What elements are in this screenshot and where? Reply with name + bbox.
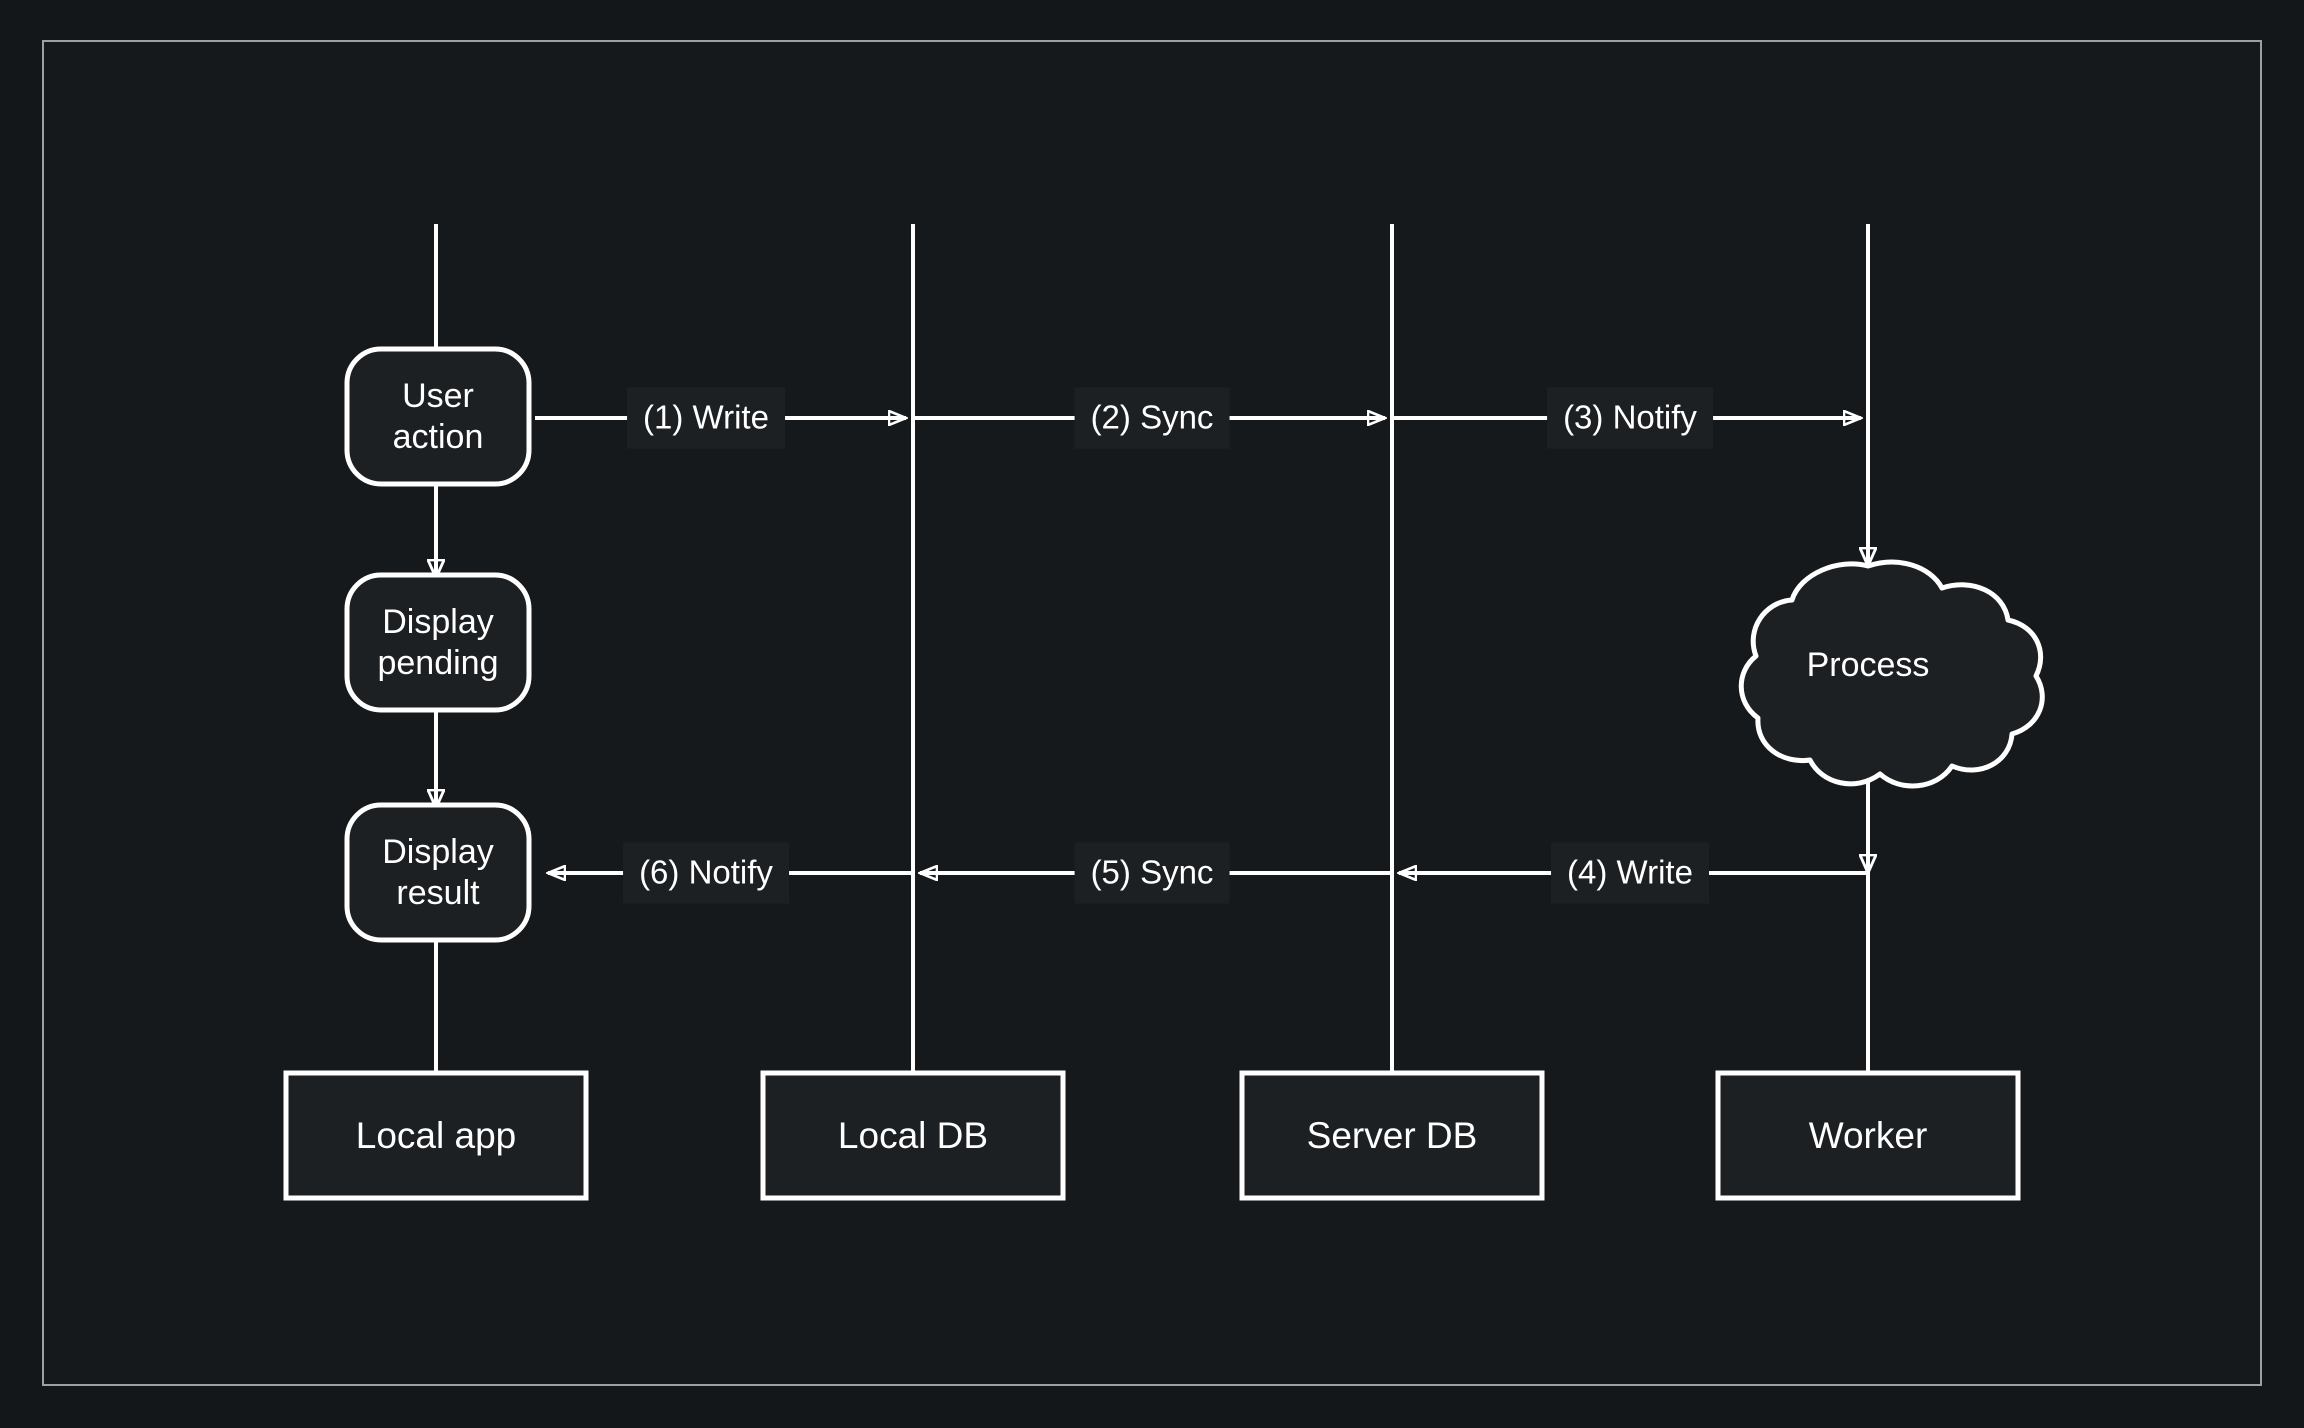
participant-box-local-db <box>760 1070 1066 1201</box>
node-user-action <box>344 346 532 487</box>
participant-boxes <box>283 1070 2021 1201</box>
message-label-1: (1) Write <box>627 387 785 449</box>
message-label-2: (2) Sync <box>1074 387 1230 449</box>
activity-nodes <box>344 346 532 943</box>
message-label-6: (6) Notify <box>623 842 789 904</box>
message-label-5: (5) Sync <box>1074 842 1230 904</box>
message-label-3: (3) Notify <box>1547 387 1713 449</box>
participant-box-server-db <box>1239 1070 1545 1201</box>
message-label-4: (4) Write <box>1551 842 1709 904</box>
lifelines <box>434 224 1870 1075</box>
node-display-pending <box>344 572 532 713</box>
node-display-result <box>344 802 532 943</box>
node-process-cloud <box>1738 559 2045 789</box>
participant-box-local-app <box>283 1070 589 1201</box>
participant-box-worker <box>1715 1070 2021 1201</box>
